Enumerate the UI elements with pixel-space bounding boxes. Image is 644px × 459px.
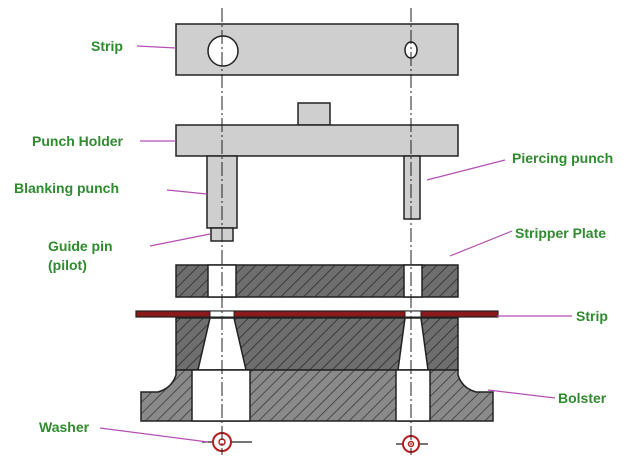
leader-piercing-punch: [426, 159, 506, 181]
strip-sheet-pierce-gap: [404, 310, 422, 318]
washer-left: [202, 432, 252, 452]
bolster-pierce-opening: [395, 369, 431, 422]
label-washer: Washer: [39, 419, 90, 435]
label-piercing-punch: Piercing punch: [512, 150, 613, 166]
strip-top-part: [175, 23, 459, 76]
stripper-pierce-opening: [403, 264, 423, 298]
punch-holder-plate: [175, 124, 459, 157]
leader-guide-pin: [149, 233, 211, 247]
leader-blanking-punch: [166, 189, 208, 195]
label-strip-top: Strip: [91, 38, 123, 54]
leader-strip-top: [136, 45, 177, 49]
label-bolster: Bolster: [558, 390, 607, 406]
label-blanking-punch: Blanking punch: [14, 180, 119, 196]
label-punch-holder: Punch Holder: [32, 133, 124, 149]
bolster-part: [140, 369, 494, 422]
leader-stripper-plate: [449, 230, 513, 257]
label-guide-pin: Guide pin: [48, 238, 113, 254]
die-block: [175, 317, 459, 371]
label-stripper-plate: Stripper Plate: [515, 225, 606, 241]
labels: Strip Punch Holder Blanking punch Guide …: [14, 38, 613, 435]
bolster-blank-opening: [191, 369, 251, 422]
strip-sheet: [135, 310, 499, 318]
piercing-punch-part: [403, 155, 421, 220]
leader-lines: [99, 45, 572, 443]
stripper-plate-part: [175, 264, 459, 298]
leader-bolster: [487, 389, 556, 399]
label-pilot: (pilot): [48, 257, 87, 273]
label-strip-bottom: Strip: [576, 308, 608, 324]
washer-right: [396, 435, 428, 453]
leader-washer: [99, 427, 209, 443]
shank: [297, 102, 331, 126]
strip-blank-hole: [207, 35, 239, 67]
